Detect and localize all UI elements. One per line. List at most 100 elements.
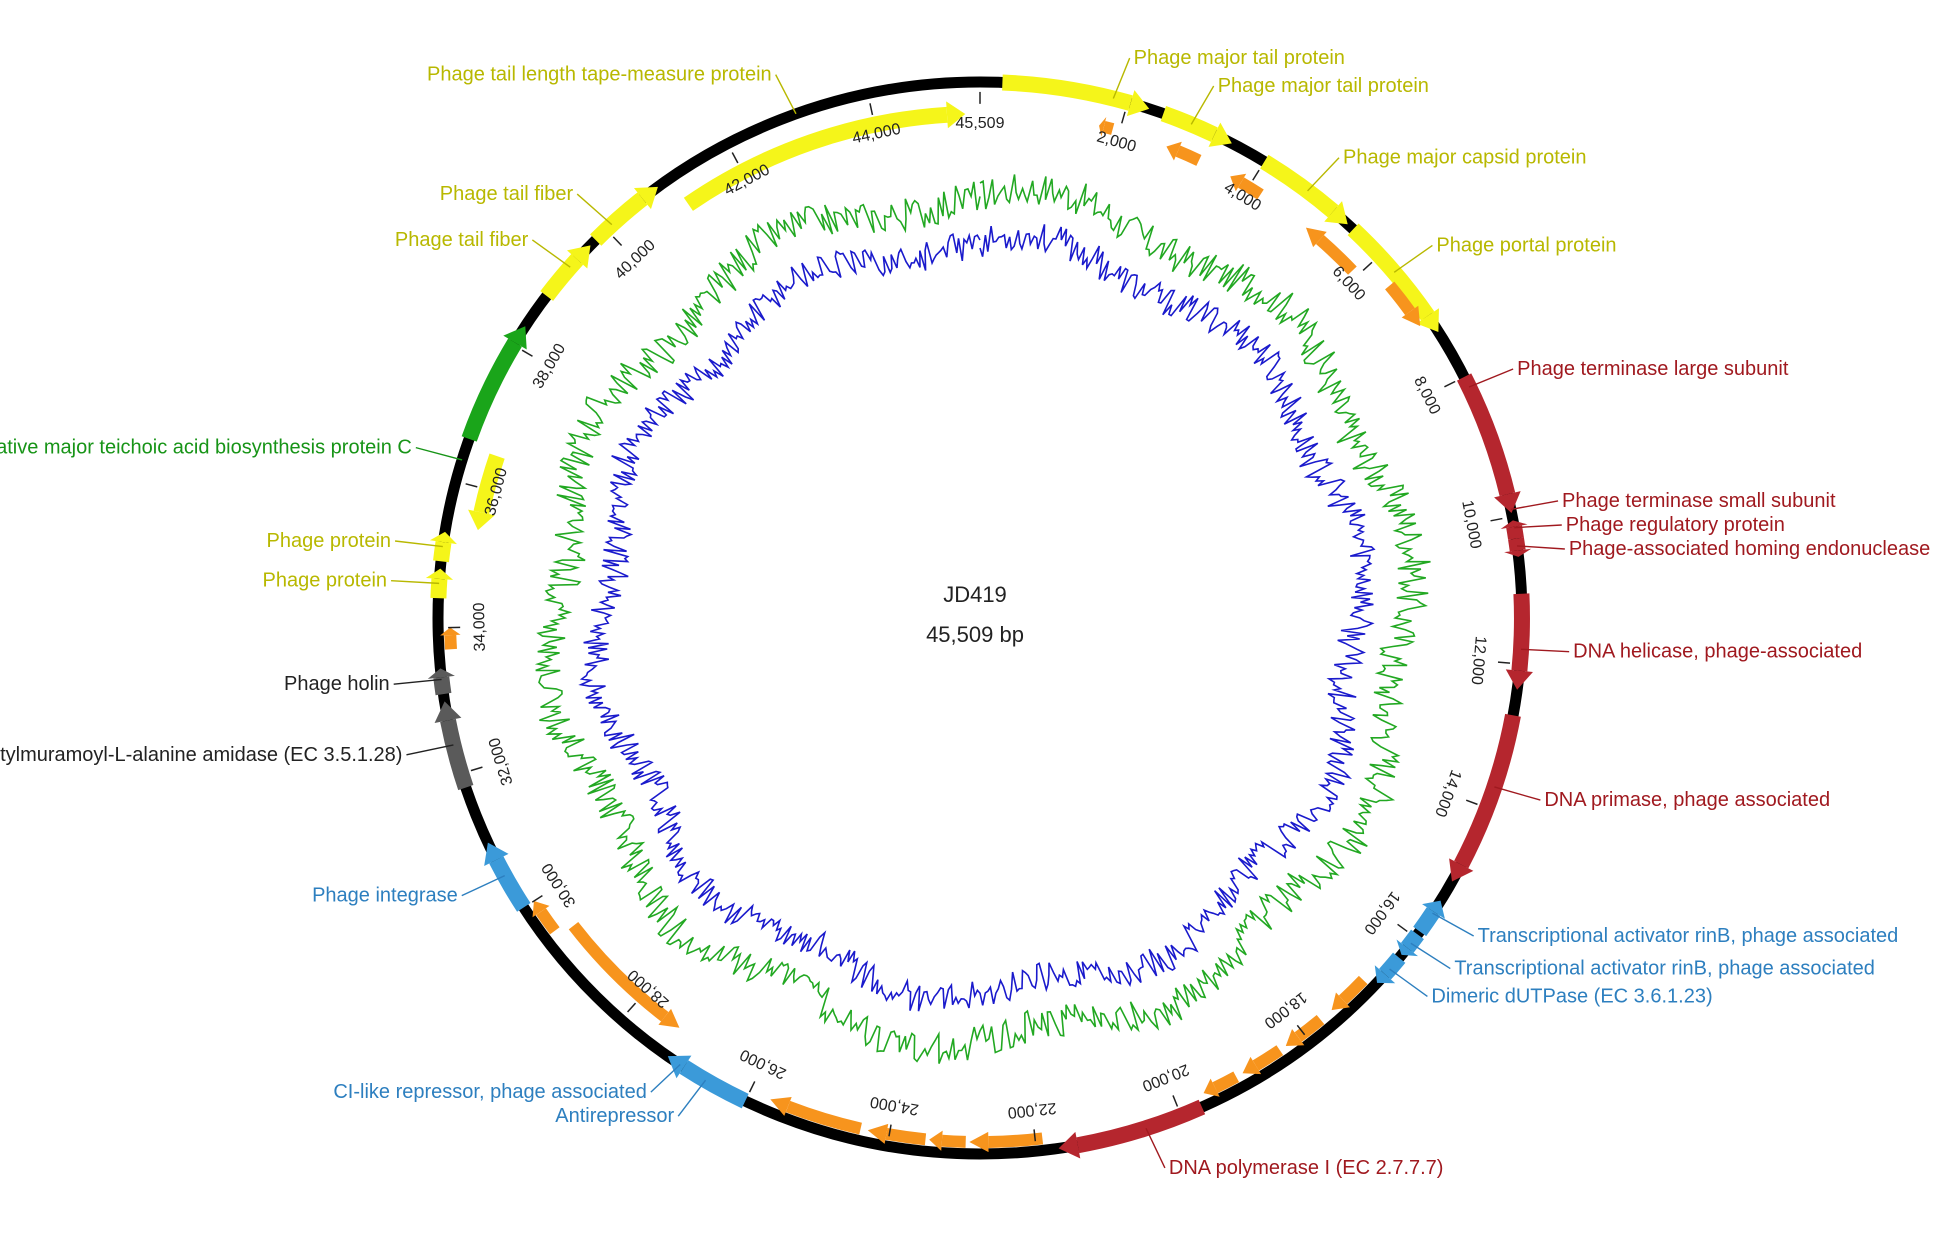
gene-feature	[440, 627, 461, 650]
gene-arrowhead	[429, 531, 457, 545]
tick-mark	[531, 895, 543, 903]
gene-body	[536, 908, 560, 935]
gene-body	[1506, 525, 1524, 540]
gene-arrowhead	[658, 1008, 680, 1028]
gene-arrowhead	[1416, 308, 1439, 332]
label-leader	[1190, 85, 1215, 125]
gene-arrowhead	[1331, 992, 1350, 1011]
tick-mark	[1172, 1095, 1179, 1107]
gene-feature	[1500, 520, 1528, 540]
tick-label: 38,000	[530, 341, 570, 392]
tick-label: 22,000	[1007, 1099, 1058, 1121]
gene-body	[1160, 106, 1218, 142]
tick-label: 30,000	[539, 860, 580, 910]
label-leader	[1514, 524, 1562, 529]
gene-body	[1338, 975, 1368, 1005]
gene-body	[1294, 1014, 1325, 1042]
gene-body	[1252, 1045, 1284, 1071]
label-leader	[461, 875, 506, 897]
gene-label: Phage-associated homing endonuclease	[1569, 538, 1930, 560]
tick-mark	[1497, 661, 1511, 664]
gene-feature	[429, 531, 457, 563]
gene-feature	[1385, 281, 1421, 327]
gene-feature	[683, 101, 966, 211]
gene-label: Phage major tail protein	[1134, 47, 1345, 69]
tick-label: 12,000	[1468, 635, 1489, 685]
gene-feature	[468, 453, 505, 531]
tick-label: 2,000	[1095, 129, 1138, 156]
gene-body	[1347, 223, 1435, 321]
gene-body	[1454, 713, 1521, 869]
gene-label: Phage holin	[284, 673, 390, 695]
gene-feature	[1242, 1045, 1284, 1075]
gene-label: Phage terminase small subunit	[1562, 490, 1836, 512]
label-leader	[1112, 57, 1131, 99]
gene-arrowhead	[427, 668, 455, 679]
label-leader	[1468, 368, 1514, 388]
label-leader	[650, 1064, 681, 1093]
gene-label: Phage integrase	[312, 885, 458, 907]
gene-body	[1379, 952, 1406, 980]
tick-label: 20,000	[1140, 1060, 1192, 1094]
gene-body	[1076, 1099, 1206, 1154]
tick-label: 10,000	[1458, 499, 1484, 550]
gene-arrowhead	[468, 509, 495, 531]
gene-label: Transcriptional activator rinB, phage as…	[1478, 925, 1899, 947]
gene-arrowhead	[946, 101, 966, 129]
gc-content-track	[534, 174, 1431, 1064]
gene-feature	[1331, 975, 1368, 1011]
gene-label: Phage tail fiber	[440, 183, 574, 205]
gene-body	[433, 541, 452, 563]
gene-body	[1102, 120, 1115, 135]
gene-feature	[1260, 154, 1348, 225]
gene-body	[440, 718, 474, 791]
gene-label: Phage terminase large subunit	[1517, 358, 1789, 380]
gene-label: Phage tail fiber	[395, 229, 529, 251]
gene-body	[1175, 145, 1202, 166]
gene-feature	[867, 1123, 927, 1146]
gc-skew-line	[578, 224, 1376, 1012]
gene-arrowhead	[503, 326, 527, 350]
genome-size: 45,509 bp	[926, 622, 1024, 647]
tick-label: 14,000	[1431, 767, 1464, 819]
gene-arrowhead	[1099, 116, 1107, 137]
gene-feature	[1347, 223, 1439, 332]
gene-feature	[1504, 537, 1532, 557]
gene-label: Phage portal protein	[1436, 234, 1616, 256]
gene-body	[1413, 907, 1441, 937]
gene-track	[425, 74, 1533, 1159]
genome-name: JD419	[943, 582, 1007, 607]
gene-label: Phage major capsid protein	[1343, 147, 1586, 169]
label-leader	[1432, 912, 1474, 937]
tick-mark	[869, 103, 874, 116]
tick-mark	[1362, 261, 1373, 271]
gene-label: Phage protein	[263, 570, 388, 592]
gene-arrowhead	[667, 1055, 692, 1079]
gene-arrowhead	[484, 842, 509, 867]
gene-feature	[1396, 929, 1424, 957]
gene-feature	[1456, 373, 1521, 514]
tick-mark	[731, 152, 739, 164]
tick-label: 26,000	[737, 1045, 789, 1082]
tick-mark	[1490, 517, 1503, 522]
gene-arrowhead	[633, 186, 658, 210]
label-leader	[1410, 942, 1451, 970]
gene-label: Phage regulatory protein	[1566, 514, 1785, 536]
gene-body	[461, 338, 522, 442]
gene-feature	[1413, 900, 1445, 937]
label-leader	[576, 193, 613, 226]
gene-arrowhead	[1324, 201, 1348, 225]
tick-mark	[1252, 169, 1260, 181]
gene-feature	[1230, 173, 1264, 200]
gene-label: Putative major teichoic acid biosynthesi…	[0, 437, 412, 459]
gene-body	[679, 1060, 749, 1109]
gene-arrowhead	[770, 1097, 792, 1116]
gene-feature	[427, 668, 455, 696]
tick-mark	[465, 483, 478, 488]
gene-arrowhead	[1494, 491, 1521, 514]
gene-feature	[1285, 1014, 1325, 1047]
gene-arrowhead	[929, 1130, 943, 1151]
gene-label: Antirepressor	[555, 1105, 674, 1127]
gene-arrowhead	[1500, 520, 1528, 530]
